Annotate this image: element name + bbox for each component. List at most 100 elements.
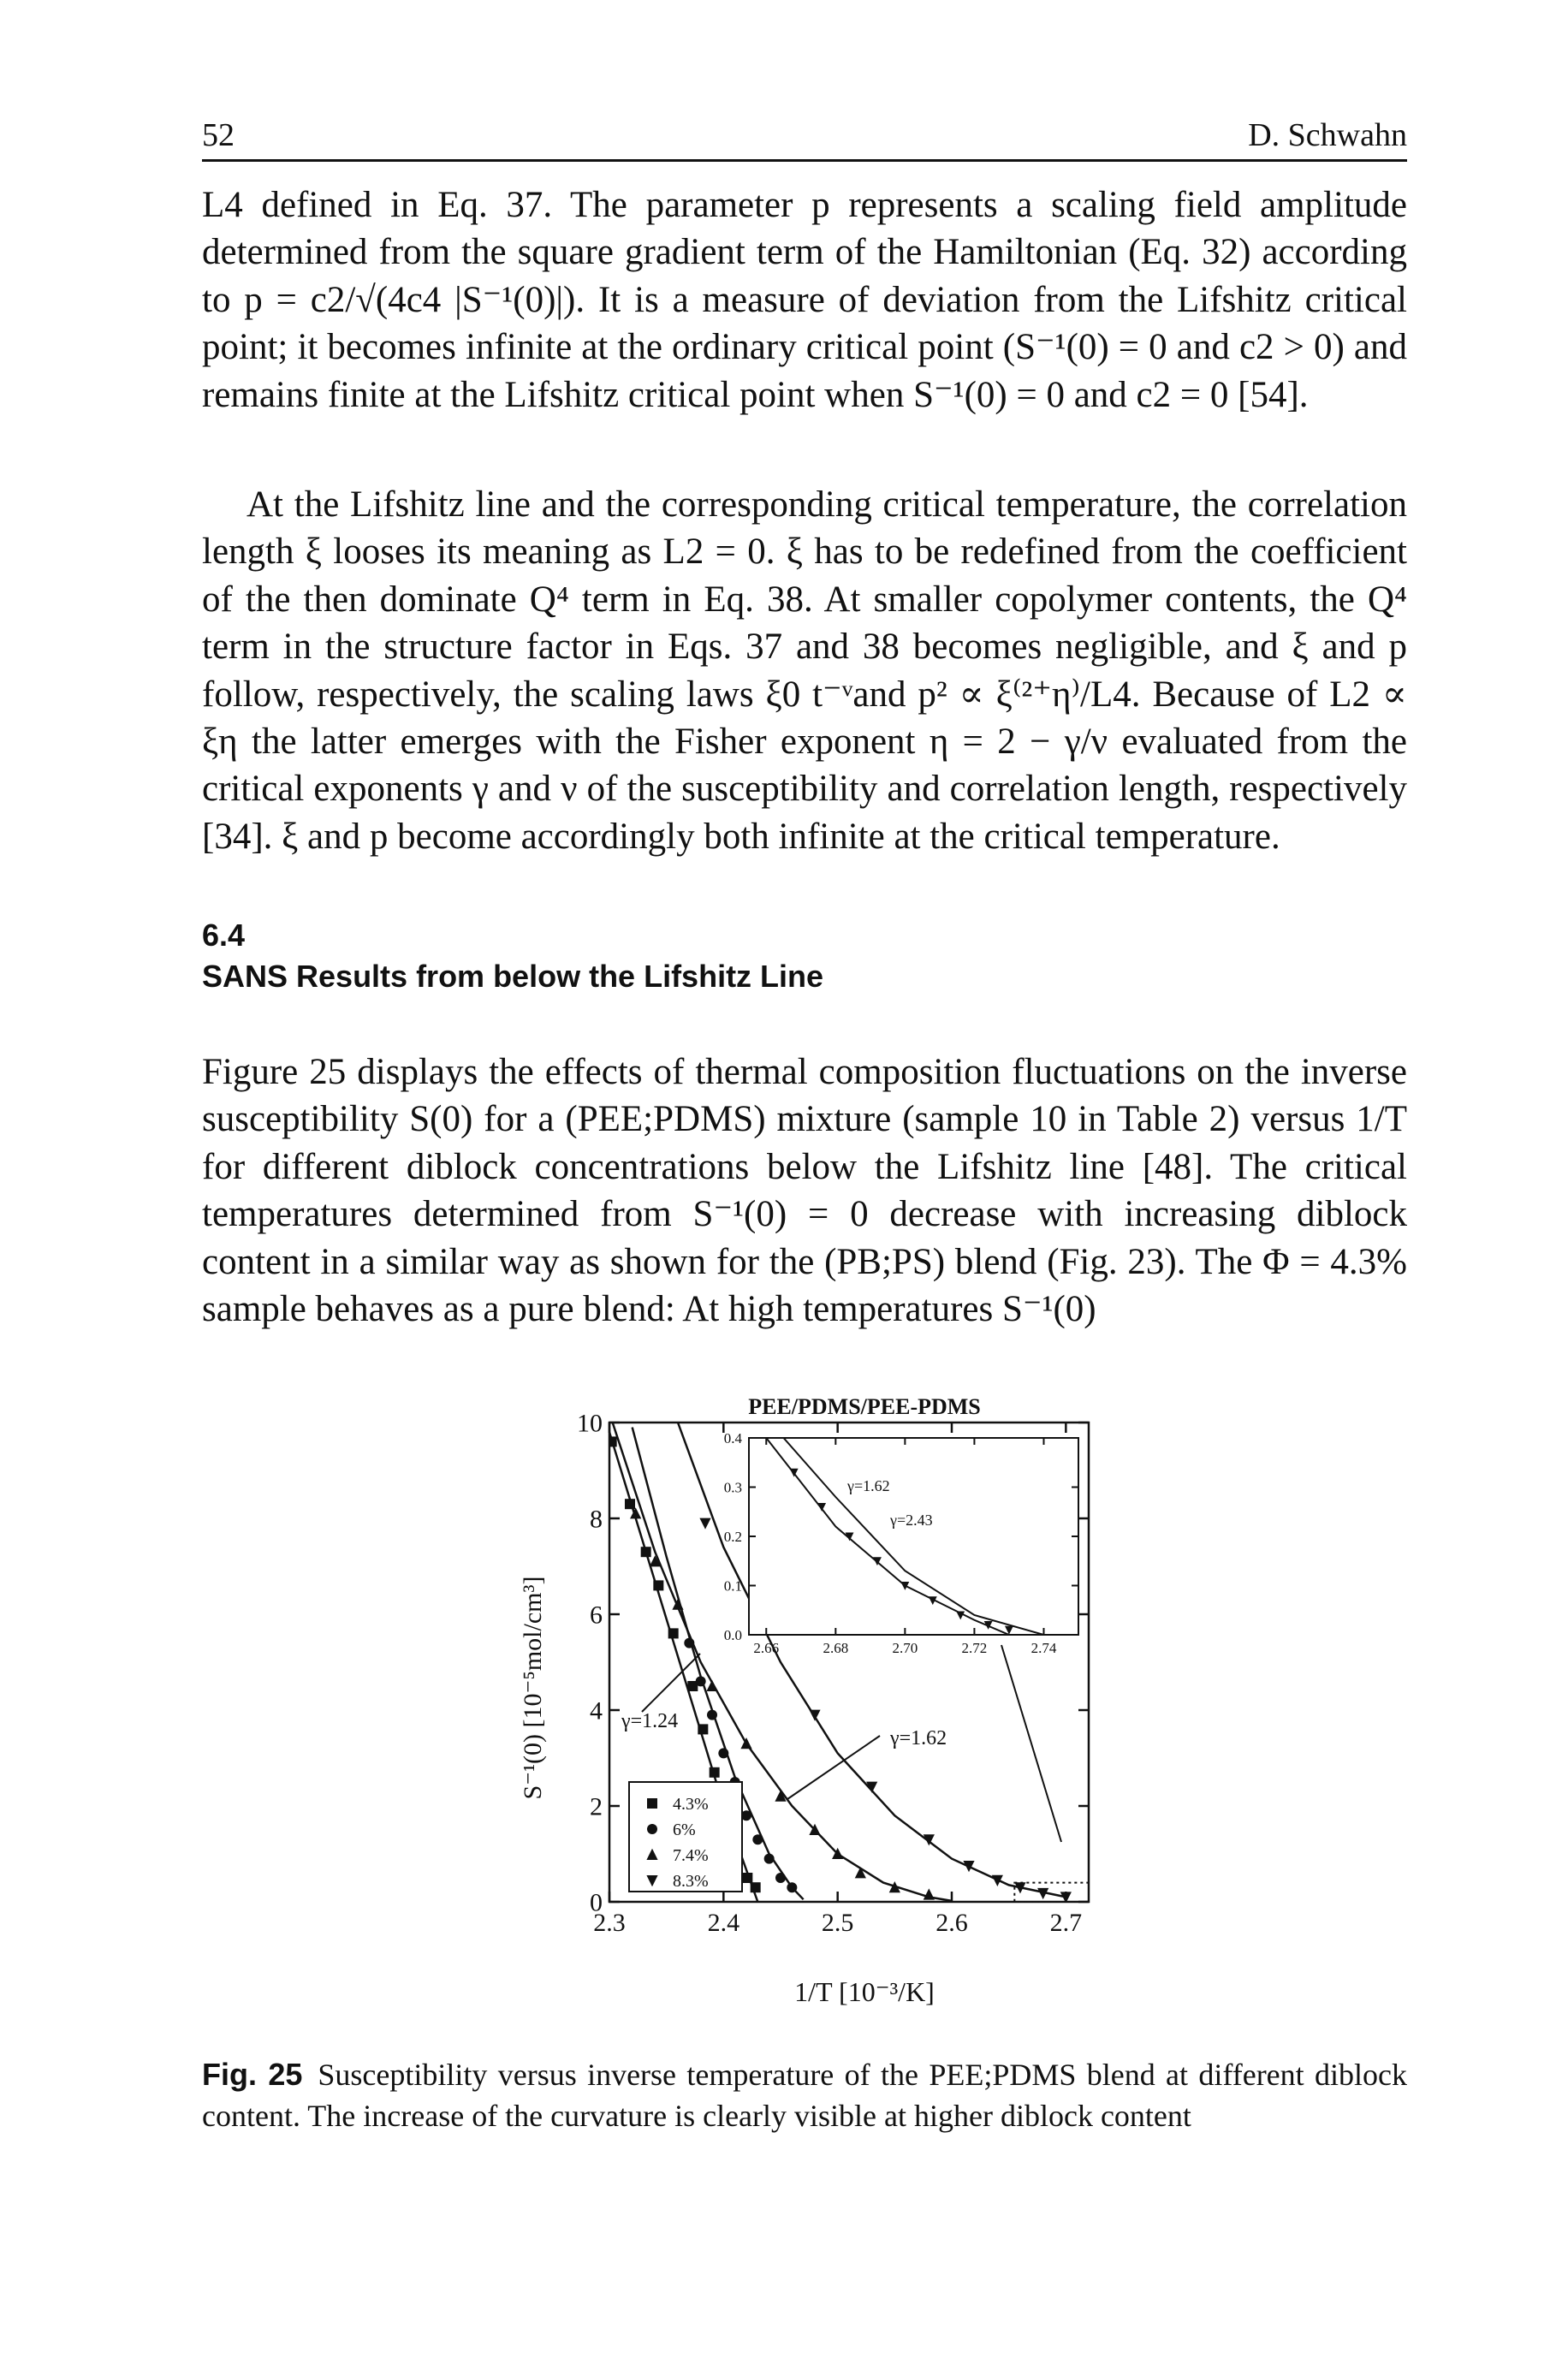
annotation-arrow-1.24 [641,1653,701,1713]
figure-caption-text: Susceptibility versus inverse temperatur… [202,2058,1407,2133]
main-point [1060,1892,1072,1902]
inset-fit-curve [782,1438,1044,1635]
paragraph-3: Figure 25 displays the effects of therma… [202,1048,1407,1333]
inset-xtick-label: 2.70 [892,1640,918,1656]
x-axis-label: 1/T [10⁻³/K] [794,1976,935,2007]
main-point [991,1874,1003,1886]
main-xtick-label: 2.7 [1050,1909,1083,1937]
inset-xtick-label: 2.72 [962,1640,988,1656]
inset-point [928,1596,937,1606]
inset-point [789,1468,799,1477]
legend: 4.3% 6% 7.4% 8.3% [628,1781,743,1892]
main-point [923,1888,935,1900]
main-point [672,1598,684,1610]
inset-point [983,1621,993,1630]
main-point [718,1748,729,1759]
main-point [625,1499,635,1510]
main-point [1037,1887,1049,1900]
zoom-connector [1001,1644,1062,1843]
main-point [684,1637,695,1648]
main-point [888,1881,900,1893]
legend-marker [647,1824,657,1834]
main-point [687,1681,698,1691]
main-point [698,1724,709,1735]
figure-caption-label: Fig. 25 [202,2057,303,2092]
inset-point [817,1503,827,1512]
paragraph-3-text: Figure 25 displays the effects of therma… [202,1052,1407,1330]
main-ytick-label: 0 [590,1889,603,1917]
main-point [809,1823,821,1835]
zoom-region [1013,1881,1090,1903]
inset-ytick-label: 0.3 [724,1479,742,1495]
main-point [742,1873,753,1883]
running-head-author: D. Schwahn [1248,117,1407,153]
main-plot: 0 2 4 6 8 10 2.3 2.4 2.5 2.6 2.7 γ=1.24 γ=1.62 4.3% 6%… [577,1410,1090,1937]
main-xtick-label: 2.6 [935,1909,968,1937]
inset-ytick-label: 0.2 [724,1529,742,1545]
main-point [741,1810,751,1821]
legend-label: 6% [673,1821,696,1839]
section-title: SANS Results from below the Lifshitz Lin… [202,959,824,994]
header-rule [202,159,1407,162]
main-fit-curve [611,1423,953,1902]
legend-label: 8.3% [673,1872,709,1891]
main-point [775,1873,786,1883]
inset-data-area [765,1438,1044,1635]
main-point [809,1709,821,1721]
main-point [649,1555,661,1567]
main-ytick-label: 6 [590,1601,603,1630]
inset-point [1004,1625,1013,1635]
main-point [640,1547,651,1558]
main-ytick-label: 10 [577,1410,603,1438]
paragraph-2-text: At the Lifshitz line and the correspondi… [202,484,1407,857]
main-point [695,1676,706,1687]
main-frame [608,1421,1090,1904]
main-ytick-label: 2 [590,1793,603,1821]
inset-annotation-gamma-1.62: γ=1.62 [846,1477,890,1494]
main-point [854,1867,866,1879]
paragraph-2: At the Lifshitz line and the correspondi… [202,481,1407,860]
main-point [707,1709,717,1720]
paragraph-1: L4 defined in Eq. 37. The parameter p re… [202,181,1407,419]
inset-point [956,1611,965,1620]
main-point [630,1507,642,1519]
main-point [750,1882,761,1893]
main-point [668,1628,679,1639]
main-ytick-label: 8 [590,1506,603,1534]
inset-point [872,1557,882,1566]
main-xtick-label: 2.3 [593,1909,626,1937]
main-point [609,1436,617,1447]
inset-ytick-label: 0.0 [724,1627,742,1643]
section-number: 6.4 [202,918,246,953]
page-number: 52 [202,117,235,153]
main-point [963,1861,975,1873]
main-ytick-label: 4 [590,1697,603,1726]
main-point [866,1781,878,1793]
main-point [775,1790,787,1802]
inset-point [845,1532,854,1541]
inset-frame [748,1437,1079,1636]
inset-ytick-label: 0.4 [724,1430,743,1446]
y-axis-label: S⁻¹(0) [10⁻⁵mol/cm³] [519,1577,547,1800]
legend-label: 7.4% [673,1846,709,1865]
annotation-gamma-1.24: γ=1.24 [621,1710,678,1732]
main-point [752,1834,763,1845]
annotation-gamma-1.62: γ=1.62 [889,1727,947,1749]
main-point [653,1580,664,1591]
main-xtick-label: 2.5 [822,1909,854,1937]
inset-xtick-label: 2.74 [1031,1640,1057,1656]
inset-point [900,1582,910,1590]
main-point [740,1737,752,1749]
inset-xtick-label: 2.68 [823,1640,848,1656]
main-point [787,1882,798,1893]
main-point [1014,1882,1026,1894]
main-point [832,1847,844,1859]
main-point [709,1767,720,1778]
main-xtick-label: 2.4 [708,1909,740,1937]
inset-annotation-gamma-2.43: γ=2.43 [889,1512,933,1529]
legend-marker [646,1875,658,1887]
legend-label: 4.3% [673,1795,709,1814]
